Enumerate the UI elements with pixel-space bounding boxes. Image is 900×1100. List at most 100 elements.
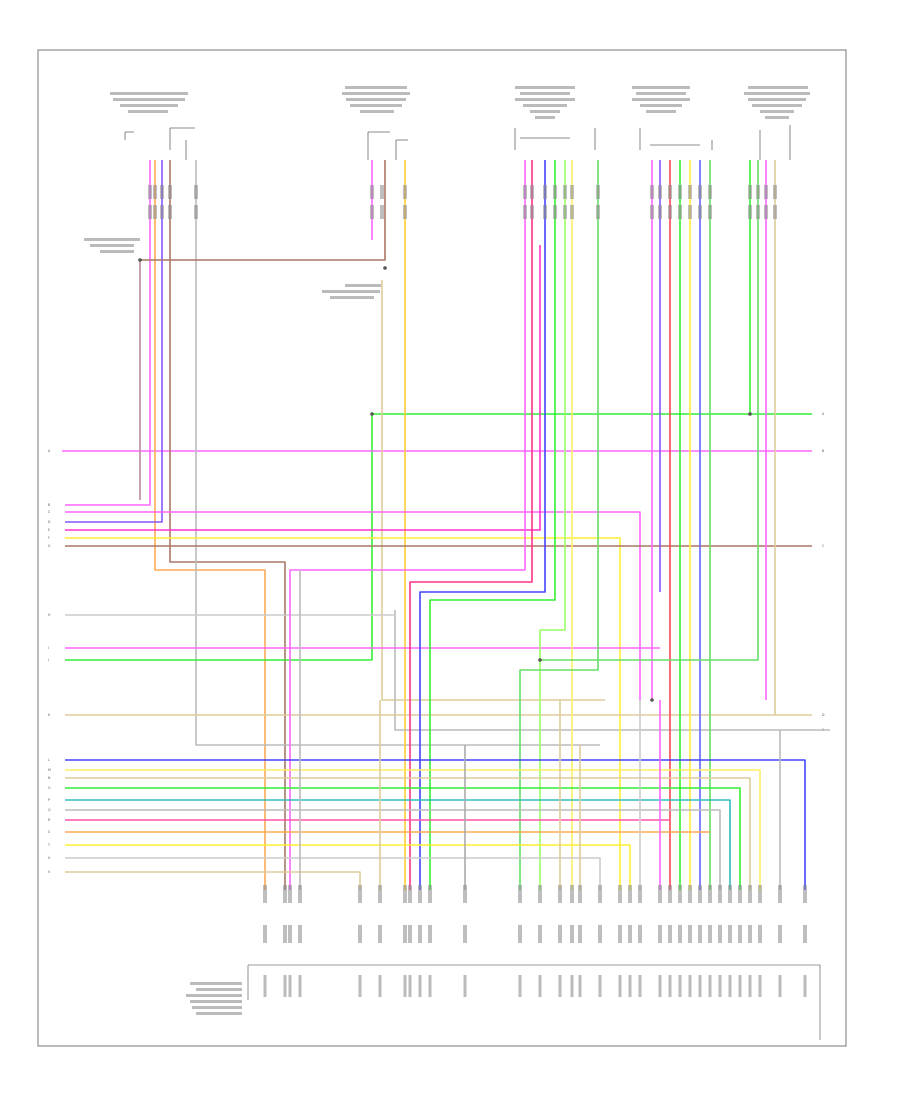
module-pin-mark-19-0	[638, 885, 642, 903]
top-code-mark-1-1	[153, 205, 157, 219]
top-code-mark-21-1	[708, 205, 712, 219]
module-pin-mark-25-1	[708, 925, 712, 943]
top-code-mark-13-0	[570, 185, 574, 199]
top-code-mark-10-0	[543, 185, 547, 199]
sensor-label-far-right	[744, 86, 810, 119]
module-pin-mark-26-0	[718, 885, 722, 903]
sensor-label-right-rear	[632, 86, 690, 113]
top-code-mark-1-0	[153, 185, 157, 199]
module-pin-mark-26-1	[718, 925, 722, 943]
module-pin-mark-17-1	[618, 925, 622, 943]
top-code-mark-0-0	[148, 185, 152, 199]
left-ref-v: V	[48, 870, 51, 874]
module-pin-mark-15-1	[578, 925, 582, 943]
top-code-mark-18-1	[678, 205, 682, 219]
left-ref-f: F	[48, 536, 50, 540]
module-pin-label-mark-26	[718, 975, 722, 997]
right-ref-b: B	[822, 449, 824, 453]
left-ref-b: B	[48, 503, 50, 507]
module-pin-mark-4-0	[358, 885, 362, 903]
module-pin-mark-29-1	[748, 925, 752, 943]
module-pin-label-mark-0	[263, 975, 267, 997]
module-pin-label-mark-6	[403, 975, 407, 997]
module-pin-mark-4-1	[358, 925, 362, 943]
module-pin-label-mark-32	[803, 975, 807, 997]
splice-label-b	[322, 284, 381, 299]
left-ref-i: I	[48, 646, 49, 650]
module-pin-mark-31-1	[778, 925, 782, 943]
top-code-mark-6-0	[380, 185, 384, 199]
module-pin-mark-25-0	[708, 885, 712, 903]
module-pin-label-mark-8	[418, 975, 422, 997]
module-pin-mark-20-0	[658, 885, 662, 903]
module-pin-mark-5-1	[378, 925, 382, 943]
module-pin-mark-15-0	[578, 885, 582, 903]
left-ref-e: E	[48, 528, 50, 532]
module-pin-mark-14-0	[570, 885, 574, 903]
connector-left-rear	[514, 128, 596, 150]
module-pin-mark-22-0	[678, 885, 682, 903]
module-pin-label-mark-11	[518, 975, 522, 997]
right-ref-c: C	[822, 544, 825, 548]
wire-teal-low-5	[65, 799, 731, 890]
module-pin-mark-8-0	[418, 885, 422, 903]
module-pin-mark-31-0	[778, 885, 782, 903]
left-ref-p: P	[48, 798, 50, 802]
module-pin-label-mark-9	[428, 975, 432, 997]
connector-left-front	[367, 131, 408, 160]
module-pin-mark-13-0	[558, 885, 562, 903]
top-code-mark-13-1	[570, 205, 574, 219]
top-code-mark-9-0	[530, 185, 534, 199]
connector-right-front	[124, 127, 195, 160]
left-ref-d: D	[48, 520, 51, 524]
module-pin-label-mark-21	[668, 975, 672, 997]
module-pin-mark-0-1	[263, 925, 267, 943]
module-pin-label-mark-19	[638, 975, 642, 997]
top-code-mark-21-0	[708, 185, 712, 199]
top-code-mark-19-0	[688, 185, 692, 199]
module-pin-mark-7-1	[408, 925, 412, 943]
module-pin-mark-29-0	[748, 885, 752, 903]
top-code-mark-3-0	[168, 185, 172, 199]
module-pin-mark-14-1	[570, 925, 574, 943]
top-code-mark-22-0	[748, 185, 752, 199]
wire-pink-lr-1	[289, 160, 526, 890]
top-code-mark-15-0	[650, 185, 654, 199]
top-code-mark-24-0	[764, 185, 768, 199]
left-ref-s: S	[48, 830, 50, 834]
wire-gray-lf-4	[394, 610, 830, 731]
left-ref-a: A	[48, 449, 51, 453]
splice-label-a	[84, 238, 140, 253]
left-ref-g: G	[48, 544, 51, 548]
module-pin-mark-30-0	[758, 885, 762, 903]
top-code-mark-15-1	[650, 205, 654, 219]
wire-brown-splice	[140, 160, 386, 261]
top-wire-codes	[148, 185, 777, 219]
top-code-mark-0-1	[148, 205, 152, 219]
connector-right-rear	[639, 128, 713, 150]
module-pin-mark-19-1	[638, 925, 642, 943]
top-code-mark-14-0	[596, 185, 600, 199]
module-pin-label-mark-5	[378, 975, 382, 997]
module-pin-mark-16-1	[598, 925, 602, 943]
module-pin-label-mark-14	[570, 975, 574, 997]
wire-magenta-row-2	[65, 245, 541, 531]
module-pin-mark-21-1	[668, 925, 672, 943]
module-pin-label-mark-23	[688, 975, 692, 997]
wire-tan-low-11	[65, 871, 361, 890]
top-code-mark-16-1	[658, 205, 662, 219]
wire-tan-lf-3	[381, 280, 605, 701]
wire-yellow-row-3	[65, 537, 621, 890]
module-pin-mark-18-1	[628, 925, 632, 943]
module-pin-mark-24-1	[698, 925, 702, 943]
right-ref-d: D	[822, 713, 825, 717]
top-code-mark-10-1	[543, 205, 547, 219]
top-code-mark-6-1	[380, 205, 384, 219]
top-code-mark-17-0	[668, 185, 672, 199]
left-ref-l: L	[48, 758, 50, 762]
top-code-mark-5-1	[370, 205, 374, 219]
left-ref-u: U	[48, 856, 51, 860]
top-code-mark-5-0	[370, 185, 374, 199]
module-pin-label-mark-16	[598, 975, 602, 997]
module-label	[186, 982, 242, 1015]
